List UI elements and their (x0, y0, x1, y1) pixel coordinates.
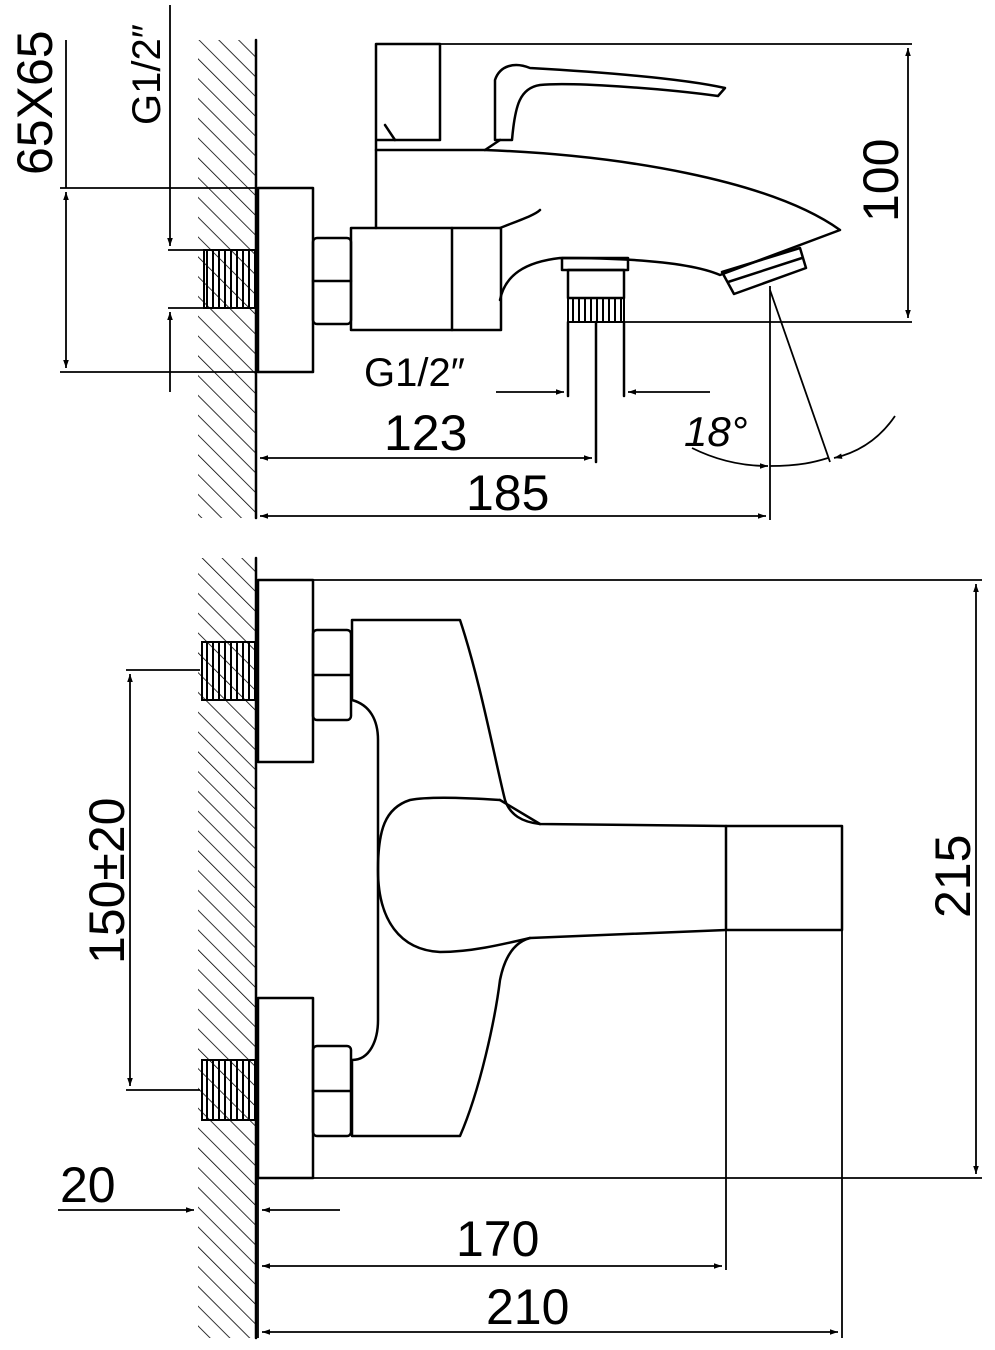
label-width: 215 (925, 835, 981, 918)
dim-outlet-thread: G1/2″ (364, 351, 710, 395)
side-view: 65X65 G1/2″ G1/2″ 123 185 (7, 5, 912, 521)
lever-handle (374, 42, 727, 152)
dim-wall-gap: 20 (58, 1157, 340, 1338)
label-height: 100 (853, 139, 909, 222)
mixer-body (349, 226, 503, 332)
dim-inlet-thread: G1/2″ (125, 5, 256, 392)
mixer-body-top (350, 618, 844, 1138)
dim-mount-square: 65X65 (7, 30, 310, 373)
wall-flange-top-upper (256, 578, 315, 764)
dim-height: 100 (440, 43, 912, 323)
dim-spout-reach: 185 (260, 286, 771, 521)
inlet-thread (203, 249, 257, 309)
dim-outlet-distance: 123 (260, 405, 592, 461)
label-body-depth: 170 (456, 1211, 539, 1267)
shower-outlet (560, 256, 630, 464)
label-inlet-spacing: 150±20 (79, 798, 135, 964)
hex-nut-top (311, 628, 353, 1138)
dim-spout-angle: 18° (684, 289, 896, 469)
label-inlet-thread: G1/2″ (125, 24, 169, 125)
dim-total-depth: 210 (262, 930, 843, 1338)
spout (374, 148, 842, 302)
label-wall-gap: 20 (60, 1157, 116, 1213)
label-spout-angle: 18° (684, 408, 748, 455)
label-mount-square: 65X65 (7, 30, 63, 175)
label-outlet-distance: 123 (384, 405, 467, 461)
hex-nut (311, 236, 353, 326)
dim-width: 215 (258, 579, 982, 1179)
label-total-depth: 210 (486, 1279, 569, 1335)
wall-flange (256, 186, 315, 374)
wall-flange-top-lower (256, 996, 315, 1180)
label-spout-reach: 185 (466, 465, 549, 521)
label-outlet-thread: G1/2″ (364, 351, 465, 395)
dim-inlet-spacing: 150±20 (79, 669, 200, 1091)
aerator (720, 246, 808, 296)
top-view: 150±20 215 20 170 210 (58, 556, 982, 1340)
inlet-thread-top (201, 641, 257, 1121)
dim-body-depth: 170 (262, 930, 727, 1270)
